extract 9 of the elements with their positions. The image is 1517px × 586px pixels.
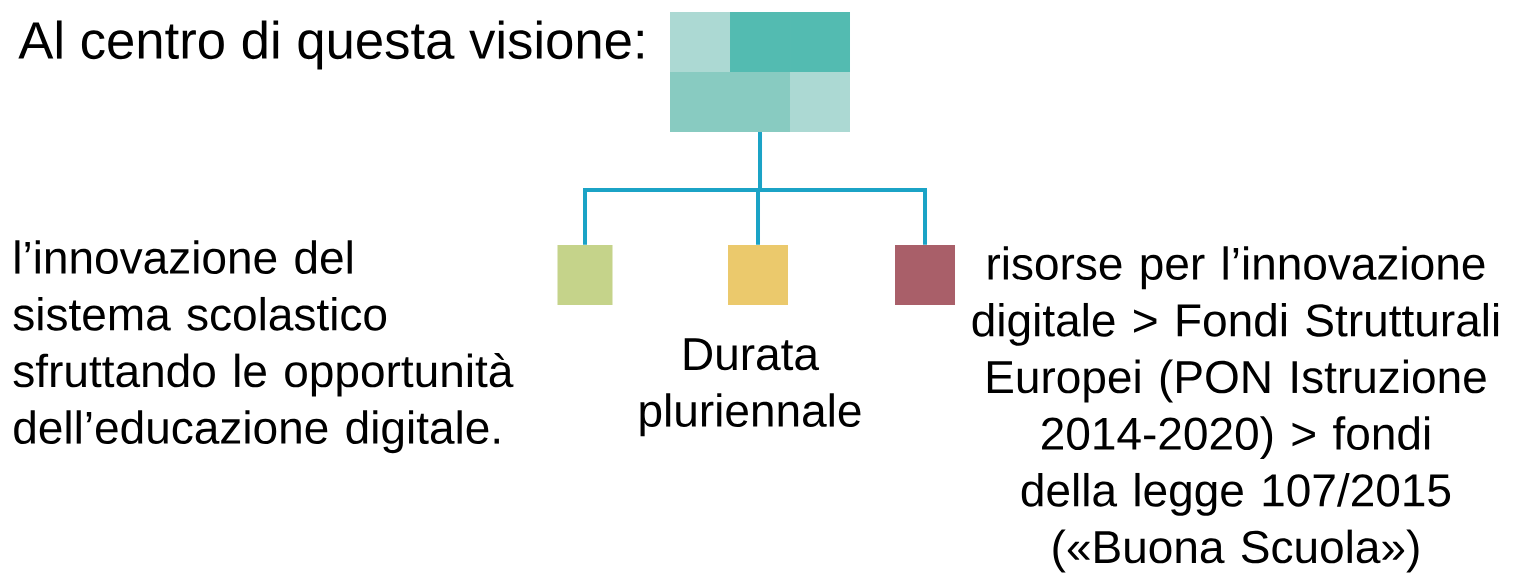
caption-text: l’innovazione del sistema scolastico sfruttando le opportunità dell’educazione digitale. xyxy=(13,240,514,454)
heading-text: Al centro di questa visione: xyxy=(18,20,643,70)
square xyxy=(895,245,955,305)
caption-text: Durata pluriennale xyxy=(640,338,861,437)
square xyxy=(728,245,788,305)
connector xyxy=(758,132,927,245)
square xyxy=(557,245,613,305)
grid-drawing xyxy=(670,12,850,132)
caption-text: risorse per l’innovazione digitale > Fondi Strutturali Europei (PON Istruzione 2014-2020) > fondi della legge 107/2015 («Buona Scuola») xyxy=(972,246,1499,573)
